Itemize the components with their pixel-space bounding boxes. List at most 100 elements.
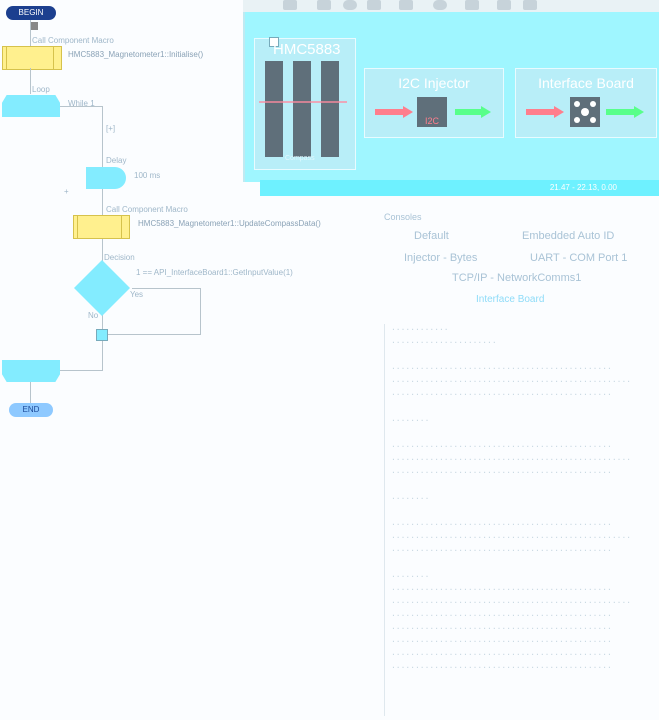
tab-embedded-auto-id[interactable]: Embedded Auto ID	[522, 230, 615, 242]
console-line: ........................................…	[391, 376, 632, 385]
loop-condition: While 1	[68, 99, 95, 108]
console-line: ........................................…	[391, 363, 612, 372]
call2-title: Call Component Macro	[106, 205, 188, 214]
loop-start[interactable]	[2, 95, 60, 117]
i2c-title: I2C Injector	[398, 75, 470, 91]
input-arrow-icon	[526, 109, 554, 115]
yes-branch-line	[132, 288, 200, 289]
tab-interface-board[interactable]: Interface Board	[476, 294, 545, 305]
console-line: ........................................…	[391, 545, 612, 554]
no-label: No	[88, 311, 99, 320]
compass-selection-handle[interactable]	[269, 37, 279, 47]
end-terminator[interactable]: END	[9, 403, 53, 417]
delay-label: Delay	[106, 156, 127, 165]
console-line	[385, 558, 655, 571]
yes-branch-line	[104, 334, 201, 335]
delay-block[interactable]	[86, 167, 126, 189]
panel-toolbar	[243, 0, 659, 12]
input-arrow-icon	[375, 109, 403, 115]
flow-line	[30, 382, 31, 404]
console-line: ........................................…	[391, 649, 612, 658]
console-line: ........	[391, 571, 430, 580]
yes-branch-line	[200, 288, 201, 334]
console-line: ......................	[391, 337, 497, 346]
status-text: 21.47 - 22.13, 0.00	[549, 183, 617, 192]
scroll-marker-icon	[30, 22, 38, 30]
connector-node[interactable]	[96, 329, 108, 341]
console-line: ............	[391, 324, 449, 333]
move-icon[interactable]	[317, 0, 331, 10]
branch-marker: [+]	[106, 124, 116, 133]
interface-board-title: Interface Board	[538, 75, 634, 91]
side-marker: +	[64, 187, 69, 196]
line-tool-icon[interactable]	[465, 0, 479, 10]
network-hub-icon	[570, 97, 600, 127]
flow-line	[30, 20, 31, 46]
console-line: ........................................…	[391, 441, 612, 450]
copy-icon[interactable]	[367, 0, 381, 10]
call2-text: HMC5883_Magnetometer1::UpdateCompassData…	[138, 219, 321, 228]
yes-label: Yes	[130, 290, 144, 299]
console-line	[385, 402, 655, 415]
call-macro-update[interactable]	[73, 215, 130, 239]
console-line: ........................................…	[391, 467, 612, 476]
window-icon[interactable]	[399, 0, 413, 10]
output-arrow-icon	[606, 109, 634, 115]
compass-module[interactable]: HMC5883 Compass	[254, 37, 356, 170]
panel-status-bar: 21.47 - 22.13, 0.00	[260, 180, 659, 196]
tab-tcpip-networkcomms1[interactable]: TCP/IP - NetworkComms1	[452, 272, 582, 284]
loop-end[interactable]	[2, 360, 60, 382]
call-macro-initialise[interactable]	[2, 46, 62, 70]
tab-injector-bytes[interactable]: Injector - Bytes	[404, 252, 478, 264]
tab-default[interactable]: Default	[414, 230, 449, 242]
compass-caption: Compass	[285, 155, 315, 162]
compass-marker	[259, 101, 347, 103]
console-line: ........................................…	[391, 532, 632, 541]
tab-uart-com-port-1[interactable]: UART - COM Port 1	[530, 252, 628, 264]
console-line: ........................................…	[391, 454, 632, 463]
compass-bar-z	[321, 61, 339, 157]
call1-text: HMC5883_Magnetometer1::Initialise()	[68, 50, 204, 59]
compass-title: HMC5883	[273, 41, 341, 58]
image-icon[interactable]	[523, 0, 537, 10]
output-arrow-icon	[455, 109, 481, 115]
console-line: ........................................…	[391, 389, 612, 398]
decision-condition: 1 == API_InterfaceBoard1::GetInputValue(…	[136, 268, 293, 277]
console-line: ........................................…	[391, 519, 612, 528]
console-line: ........................................…	[391, 662, 612, 671]
flow-line	[30, 68, 31, 94]
pointer-icon[interactable]	[283, 0, 297, 10]
call1-title: Call Component Macro	[32, 36, 114, 45]
ball-icon[interactable]	[433, 0, 447, 10]
begin-terminator[interactable]: BEGIN	[6, 6, 56, 20]
console-line: ........	[391, 493, 430, 502]
output-arrow-head	[634, 106, 644, 118]
console-line	[385, 506, 655, 519]
output-arrow-head	[481, 106, 491, 118]
console-title: Consoles	[384, 212, 422, 222]
sphere-icon[interactable]	[343, 0, 357, 10]
console-line	[385, 350, 655, 363]
decision-label: Decision	[104, 253, 135, 262]
loop-label: Loop	[32, 85, 50, 94]
input-arrow-head	[554, 106, 564, 118]
console-line: ........................................…	[391, 636, 612, 645]
console-output[interactable]: ........................................…	[384, 324, 655, 716]
console-line	[385, 428, 655, 441]
console-line	[385, 480, 655, 493]
flow-line	[60, 106, 102, 107]
console-line: ........................................…	[391, 610, 612, 619]
decision-diamond[interactable]	[72, 258, 132, 318]
i2c-injector-module[interactable]: I2C Injector I2C	[364, 68, 504, 138]
delay-value: 100 ms	[134, 171, 161, 180]
i2c-chip-icon: I2C	[417, 97, 447, 127]
compass-bar-y	[293, 61, 311, 157]
console-log: ........................................…	[385, 324, 655, 675]
interface-board-module[interactable]: Interface Board	[515, 68, 657, 138]
edit-icon[interactable]	[497, 0, 511, 10]
loop-return-line	[60, 370, 103, 371]
compass-bar-x	[265, 61, 283, 157]
console-line: ........................................…	[391, 623, 612, 632]
console-line: ........................................…	[391, 597, 632, 606]
input-arrow-head	[403, 106, 413, 118]
